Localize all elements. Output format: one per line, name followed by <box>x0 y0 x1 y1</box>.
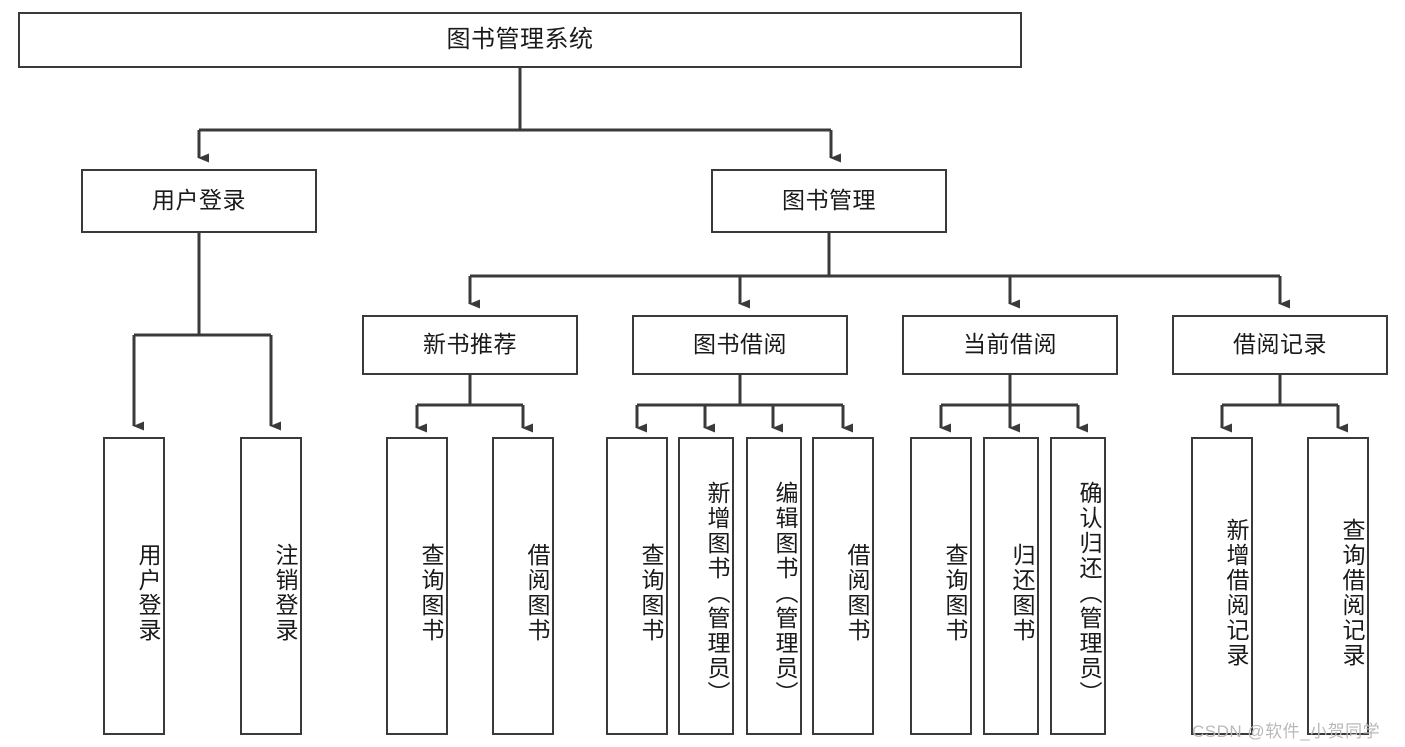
node-label: 注销登录 <box>272 543 298 643</box>
node-borrow-record[interactable]: 借阅记录 <box>1172 315 1388 375</box>
leaf-borrow-book[interactable]: 借阅图书 <box>812 437 874 735</box>
leaf-query-book-current[interactable]: 查询图书 <box>910 437 972 735</box>
leaf-edit-book[interactable]: 编辑图书（管理员） <box>746 437 802 735</box>
leaf-query-book-borrow[interactable]: 查询图书 <box>606 437 668 735</box>
node-user-login[interactable]: 用户登录 <box>81 169 317 233</box>
node-book-borrow[interactable]: 图书借阅 <box>632 315 848 375</box>
leaf-user-login[interactable]: 用户登录 <box>103 437 165 735</box>
node-book-manage[interactable]: 图书管理 <box>711 169 947 233</box>
node-label: 借阅图书 <box>524 543 550 643</box>
leaf-return-book[interactable]: 归还图书 <box>983 437 1039 735</box>
node-label: 借阅记录 <box>1233 331 1327 358</box>
leaf-confirm-return[interactable]: 确认归还（管理员） <box>1050 437 1106 735</box>
leaf-user-logout[interactable]: 注销登录 <box>240 437 302 735</box>
node-label: 用户登录 <box>152 187 246 214</box>
node-label: 图书管理 <box>782 187 876 214</box>
leaf-borrow-book-recommend[interactable]: 借阅图书 <box>492 437 554 735</box>
node-label: 查询图书 <box>638 543 664 643</box>
node-label: 查询图书 <box>418 543 444 643</box>
node-root-book-management-system[interactable]: 图书管理系统 <box>18 12 1022 68</box>
leaf-query-borrow-record[interactable]: 查询借阅记录 <box>1307 437 1369 735</box>
node-label: 归还图书 <box>1009 543 1035 643</box>
node-label: 查询图书 <box>942 543 968 643</box>
leaf-add-book[interactable]: 新增图书（管理员） <box>678 437 734 735</box>
node-label: 图书借阅 <box>693 331 787 358</box>
node-label: 确认归还（管理员） <box>1076 480 1102 706</box>
node-label: 新增借阅记录 <box>1223 518 1249 668</box>
leaf-query-book-recommend[interactable]: 查询图书 <box>386 437 448 735</box>
node-label: 查询借阅记录 <box>1339 518 1365 668</box>
csdn-watermark: CSDN @软件_小贺同学 <box>1192 722 1381 741</box>
node-label: 编辑图书（管理员） <box>772 480 798 706</box>
node-label: 用户登录 <box>135 543 161 643</box>
leaf-add-borrow-record[interactable]: 新增借阅记录 <box>1191 437 1253 735</box>
node-new-book-recommend[interactable]: 新书推荐 <box>362 315 578 375</box>
node-label: 新增图书（管理员） <box>704 480 730 706</box>
node-current-borrow[interactable]: 当前借阅 <box>902 315 1118 375</box>
node-label: 新书推荐 <box>423 331 517 358</box>
node-label: 图书管理系统 <box>446 25 594 53</box>
node-label: 借阅图书 <box>844 543 870 643</box>
node-label: 当前借阅 <box>963 331 1057 358</box>
